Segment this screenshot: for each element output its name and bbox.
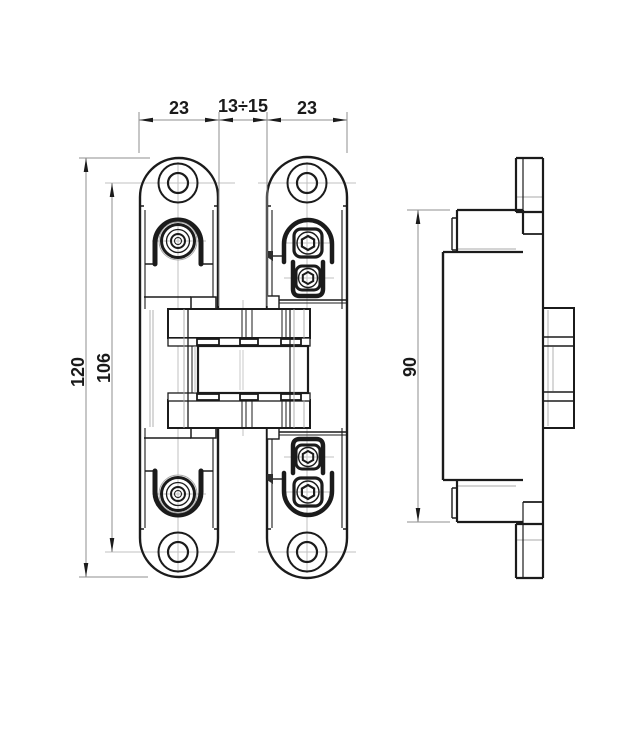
- dimension-body-height: 90: [400, 209, 450, 523]
- hex-screw: [294, 264, 322, 292]
- screw-hole: [286, 531, 328, 573]
- dimension-annotations: 23 13÷15 23 120 106 90: [68, 96, 450, 578]
- screw-hole: [157, 162, 199, 204]
- side-view: [441, 156, 575, 580]
- screw-hole: [286, 162, 328, 204]
- linkage-tab: [190, 296, 217, 310]
- dimension-label-right-plate-width: 23: [297, 98, 317, 118]
- adjustment-screw: [145, 217, 213, 267]
- dimension-overall-height: 120: [68, 157, 150, 578]
- fixing-screw-pocket: [267, 217, 335, 299]
- dimension-label-hole-spacing: 106: [94, 353, 114, 383]
- fixing-screw-pocket: [267, 436, 335, 518]
- side-hinge-body: [441, 208, 525, 524]
- linkage-tab: [266, 295, 280, 310]
- front-right-plate: [265, 155, 349, 580]
- side-linkage-boss: [542, 307, 575, 429]
- hinge-linkage: [167, 308, 311, 429]
- dimension-hole-spacing: 106: [94, 183, 115, 552]
- linkage-center-block: [196, 344, 310, 395]
- screw-hole: [157, 531, 199, 573]
- hex-screw: [292, 227, 324, 259]
- dimension-label-center-gap: 13÷15: [218, 96, 268, 116]
- linkage-top-arm: [167, 308, 311, 339]
- dimension-label-left-plate-width: 23: [169, 98, 189, 118]
- dimension-label-overall-height: 120: [68, 357, 88, 387]
- dimension-label-body-height: 90: [400, 357, 420, 377]
- hex-screw: [292, 476, 324, 508]
- linkage-bottom-arm: [167, 399, 311, 429]
- adjustment-screw: [145, 468, 213, 518]
- hex-screw: [294, 443, 322, 471]
- front-left-plate: [138, 156, 220, 579]
- front-view: [138, 155, 349, 580]
- dimension-top: 23 13÷15 23: [138, 96, 348, 306]
